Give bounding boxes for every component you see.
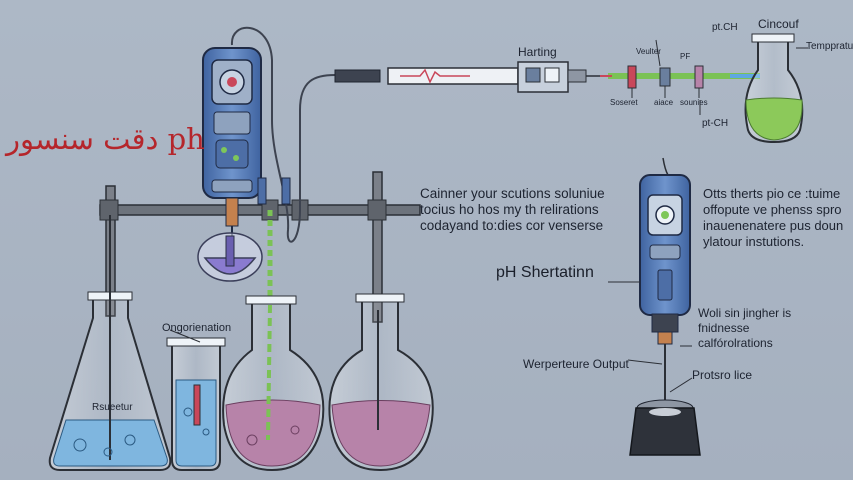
erlenmeyer-green — [744, 33, 808, 144]
paragraph-center: Cainner your scutions soluniue tocius ho… — [420, 186, 605, 233]
ph-meter-handheld — [202, 47, 262, 262]
label-ciroouf: Cincouf — [758, 17, 799, 31]
label-werperteure-output: Werperteure Output — [523, 357, 629, 371]
label-sounies: sounies — [680, 98, 708, 107]
probe-base — [629, 399, 701, 456]
round-flask-right — [328, 293, 434, 472]
meter-cable — [230, 26, 336, 243]
label-pt-ch: pt.CH — [712, 22, 738, 33]
droppers — [257, 177, 291, 300]
syringe-probe — [334, 61, 604, 93]
round-flask-pink — [222, 295, 325, 472]
label-protsro-lice: Protsro lice — [692, 368, 753, 382]
leader-lines — [169, 281, 693, 393]
label-pth-ch: pt-CH — [702, 118, 729, 129]
label-vewiter: Veulter — [636, 47, 661, 56]
test-tube — [166, 337, 226, 471]
page-title: ph دقت سنسور — [6, 122, 205, 156]
label-sosenct: Soseret — [610, 98, 638, 107]
label-orgorienation: Ongorienation — [162, 322, 232, 334]
flow-schematic — [600, 39, 760, 115]
paragraph-probe: Woli sin jingher is fnidnesse calfórolra… — [698, 306, 792, 350]
label-charting: Harting — [518, 45, 557, 59]
paragraph-right: Otts therts pio ce :tuime offopute ve ph… — [703, 186, 844, 249]
label-ph-shertatinn: pH Shertatinn — [496, 264, 594, 281]
label-temppraturs: Temppraturs — [806, 41, 853, 52]
label-resuetur: Rsueetur — [92, 402, 133, 413]
conical-flask-blue — [48, 215, 172, 471]
label-aaee: aiace — [654, 98, 674, 107]
label-pf: PF — [680, 52, 691, 61]
electrode-bulb — [197, 232, 263, 282]
ph-sensor-probe — [639, 157, 691, 410]
